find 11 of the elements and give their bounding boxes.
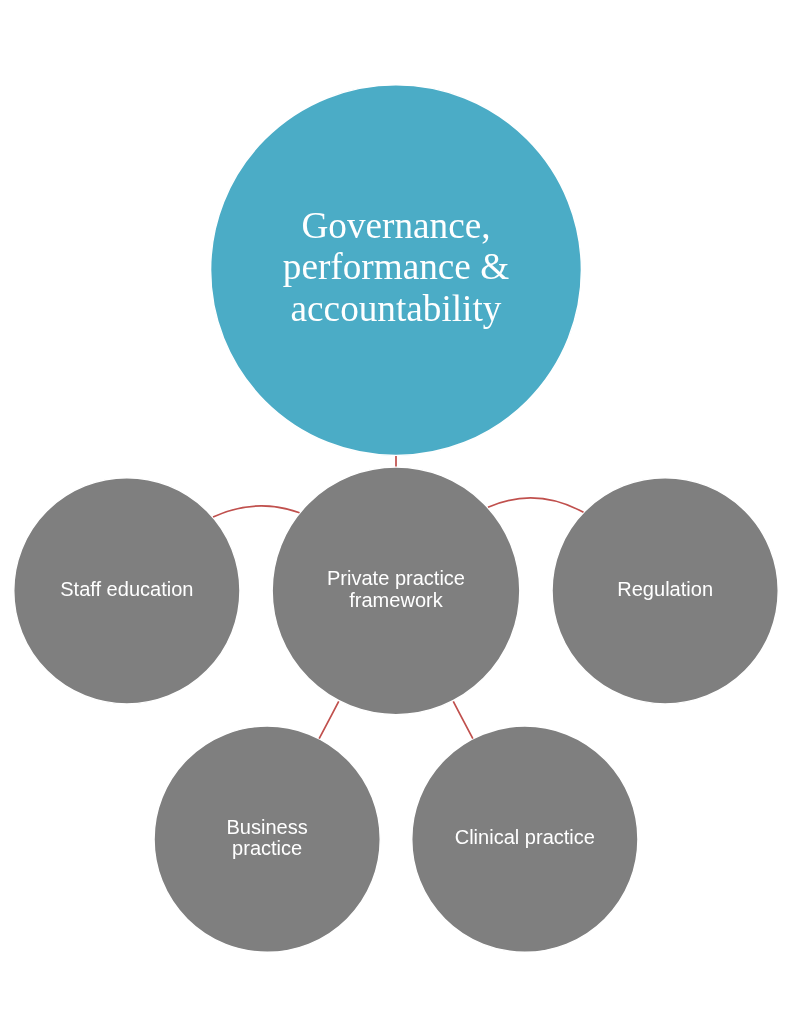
node-circle: Clinical practice <box>411 724 639 953</box>
connector <box>487 496 585 513</box>
connector <box>212 504 301 518</box>
node-circle: Governance, performance & accountability <box>209 83 583 456</box>
node-circle: Private practice framework <box>271 465 521 715</box>
connector <box>452 700 474 740</box>
node-circle: Regulation <box>551 476 779 705</box>
node-circle: Business practice <box>153 724 381 953</box>
connector <box>318 700 340 740</box>
node-circle: Staff education <box>13 476 241 705</box>
connector <box>395 454 397 467</box>
